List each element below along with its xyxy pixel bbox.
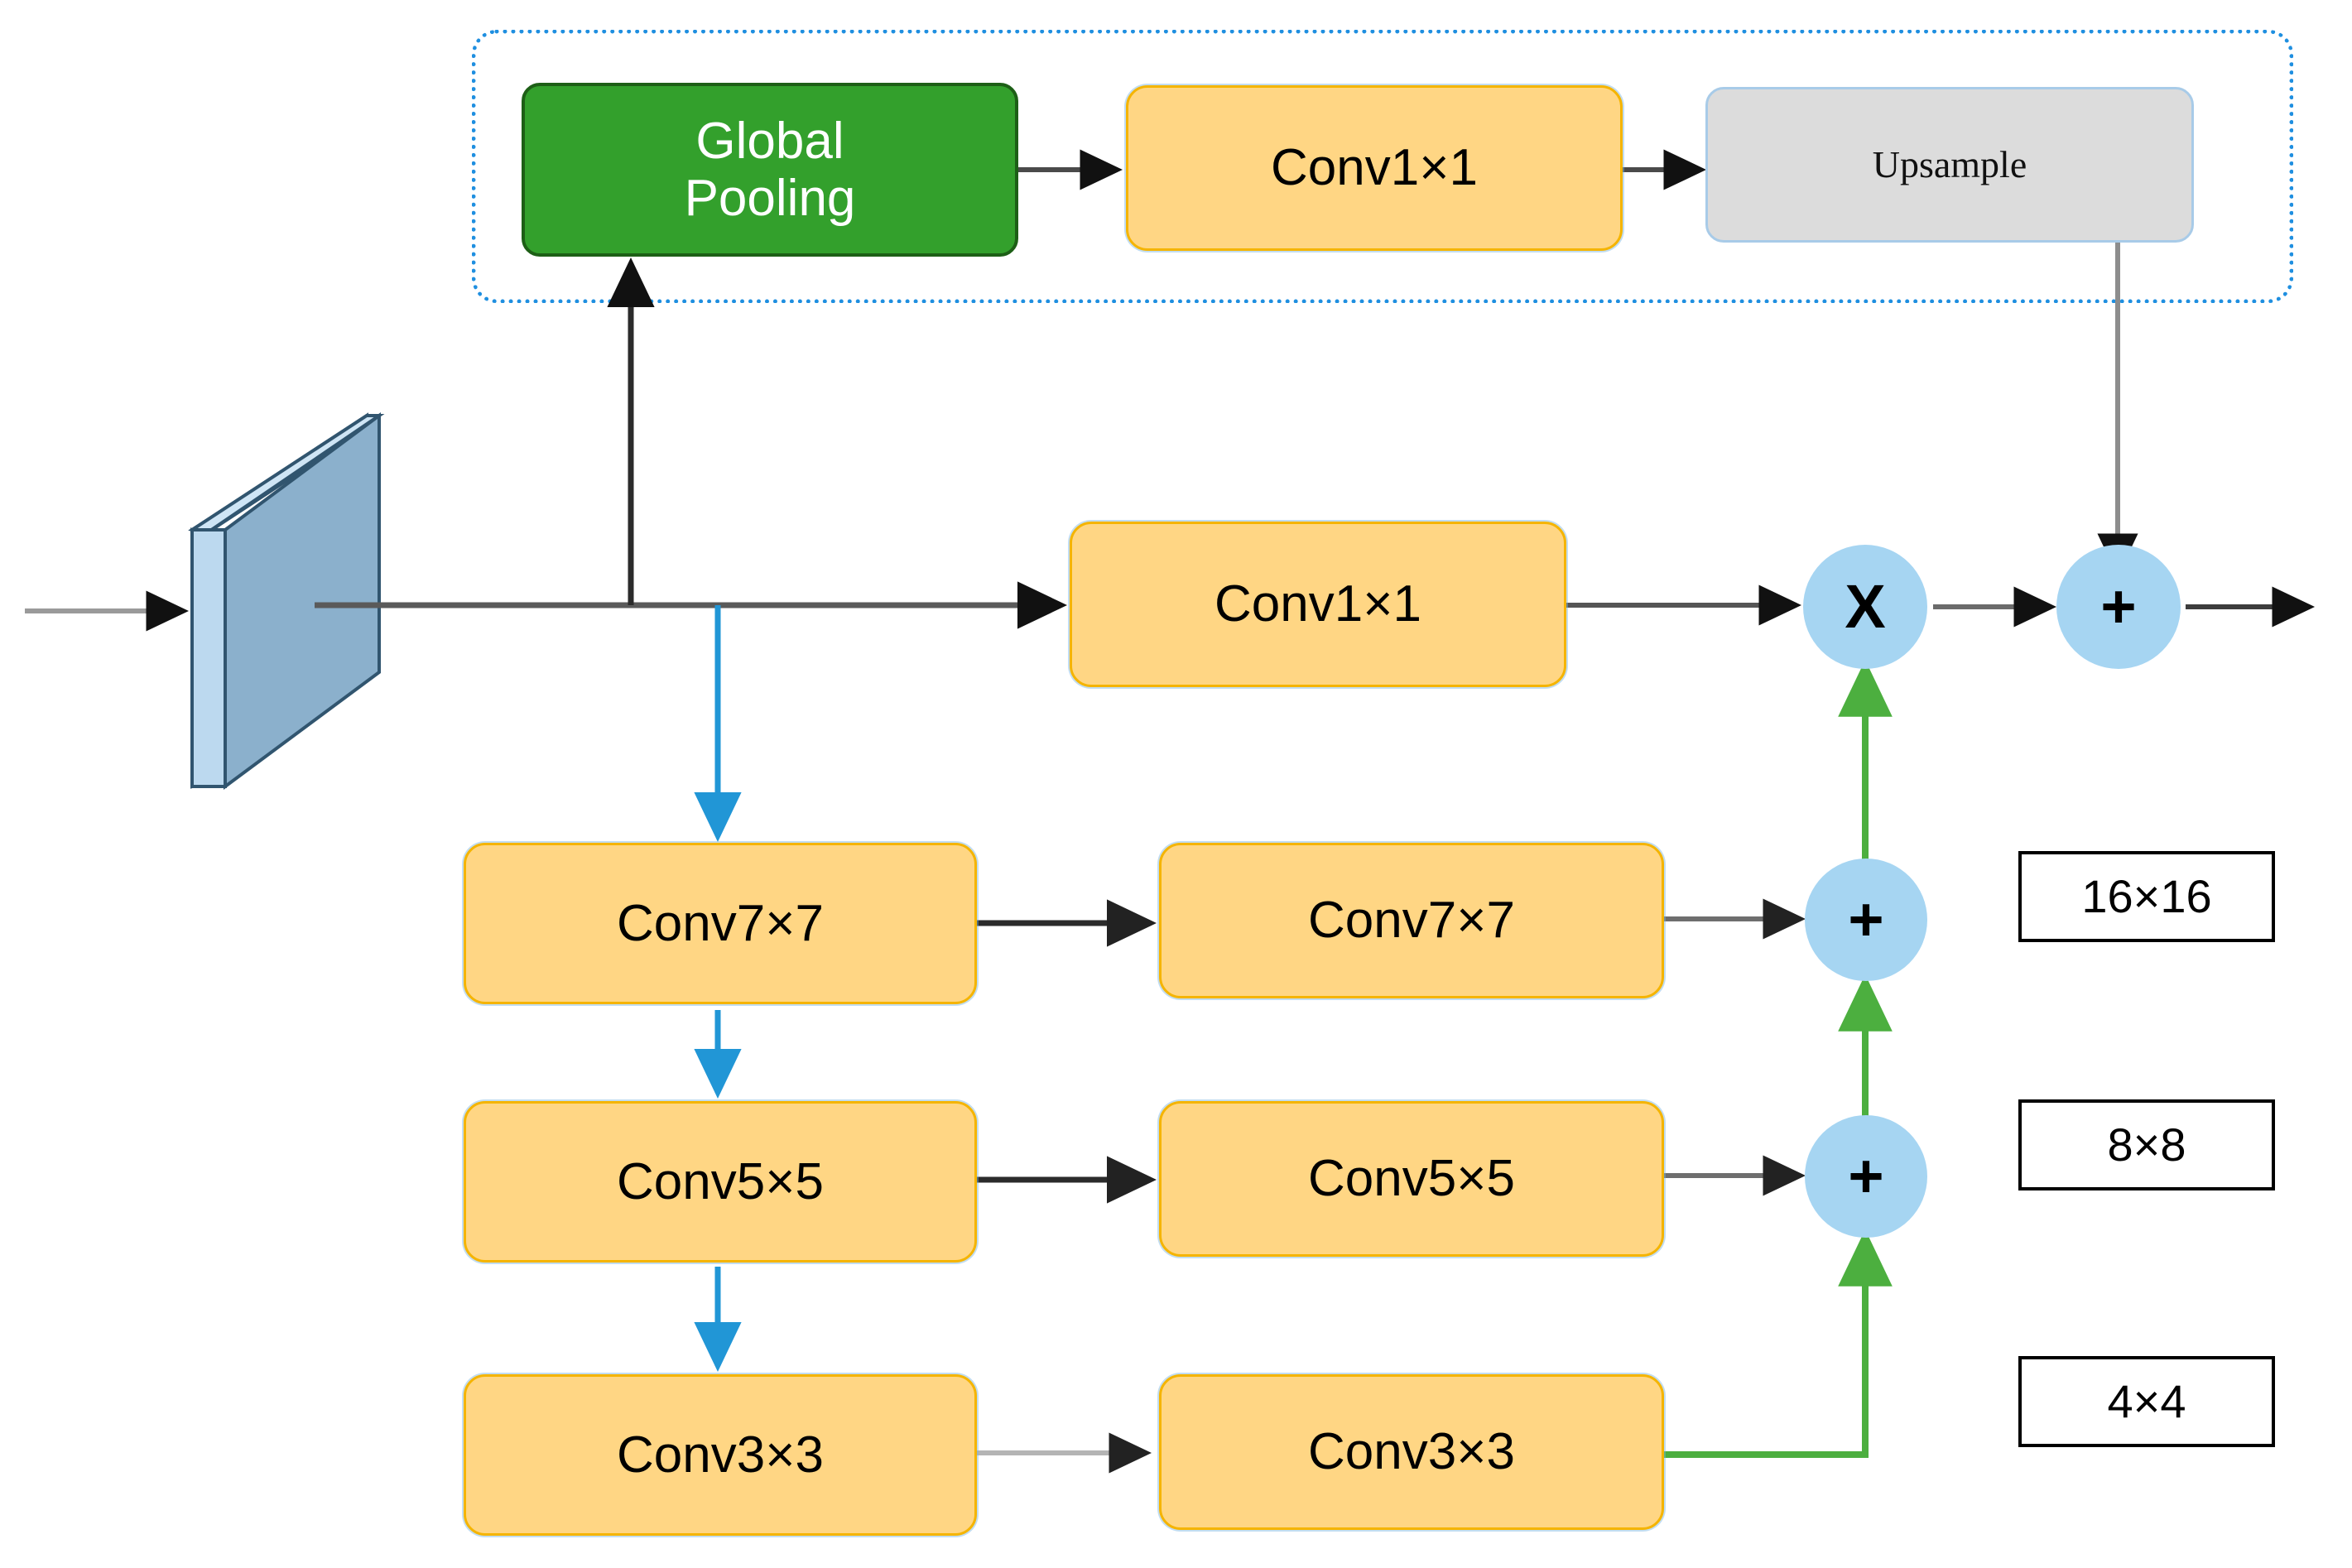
block-conv5x5-a[interactable]: Conv5×5 [464,1101,977,1263]
operator-add-7x7[interactable]: + [1805,859,1927,981]
block-conv3x3-a[interactable]: Conv3×3 [464,1374,977,1536]
block-conv3x3-b-label: Conv3×3 [1308,1423,1515,1481]
scale-label-16x16: 16×16 [2018,851,2275,942]
scale-label-4x4-text: 4×4 [2107,1374,2186,1427]
block-conv5x5-b[interactable]: Conv5×5 [1159,1101,1664,1257]
operator-add-7x7-label: + [1848,885,1884,954]
block-conv1x1-main[interactable]: Conv1×1 [1070,522,1566,687]
block-conv7x7-a-label: Conv7×7 [617,894,824,952]
operator-add-5x5[interactable]: + [1805,1115,1927,1238]
block-conv7x7-a[interactable]: Conv7×7 [464,843,977,1004]
operator-add-5x5-label: + [1848,1142,1884,1210]
operator-multiply[interactable]: X [1803,545,1927,669]
block-conv1x1-main-label: Conv1×1 [1214,575,1421,633]
block-conv3x3-b[interactable]: Conv3×3 [1159,1374,1664,1530]
block-global-pooling[interactable]: Global Pooling [522,83,1018,257]
operator-multiply-label: X [1845,572,1886,641]
block-upsample-label: Upsample [1872,143,2027,186]
scale-label-8x8: 8×8 [2018,1099,2275,1190]
scale-label-8x8-text: 8×8 [2107,1118,2186,1171]
block-global-pooling-label: Global Pooling [684,112,856,227]
scale-label-16x16-text: 16×16 [2081,869,2212,922]
block-conv5x5-b-label: Conv5×5 [1308,1150,1515,1208]
block-conv1x1-top[interactable]: Conv1×1 [1126,85,1623,251]
block-conv7x7-b-label: Conv7×7 [1308,892,1515,950]
block-conv7x7-b[interactable]: Conv7×7 [1159,843,1664,998]
conv3x3-residual-to-add5x5 [1664,1229,1893,1458]
block-upsample[interactable]: Upsample [1705,87,2194,243]
operator-add-main[interactable]: + [2056,545,2181,669]
block-conv3x3-a-label: Conv3×3 [617,1426,824,1484]
input-feature-map-shape [188,412,385,790]
block-conv5x5-a-label: Conv5×5 [617,1152,824,1210]
global-context-branch-group [472,30,2293,303]
operator-add-main-label: + [2100,572,2137,641]
scale-label-4x4: 4×4 [2018,1356,2275,1447]
block-conv1x1-top-label: Conv1×1 [1271,139,1478,197]
